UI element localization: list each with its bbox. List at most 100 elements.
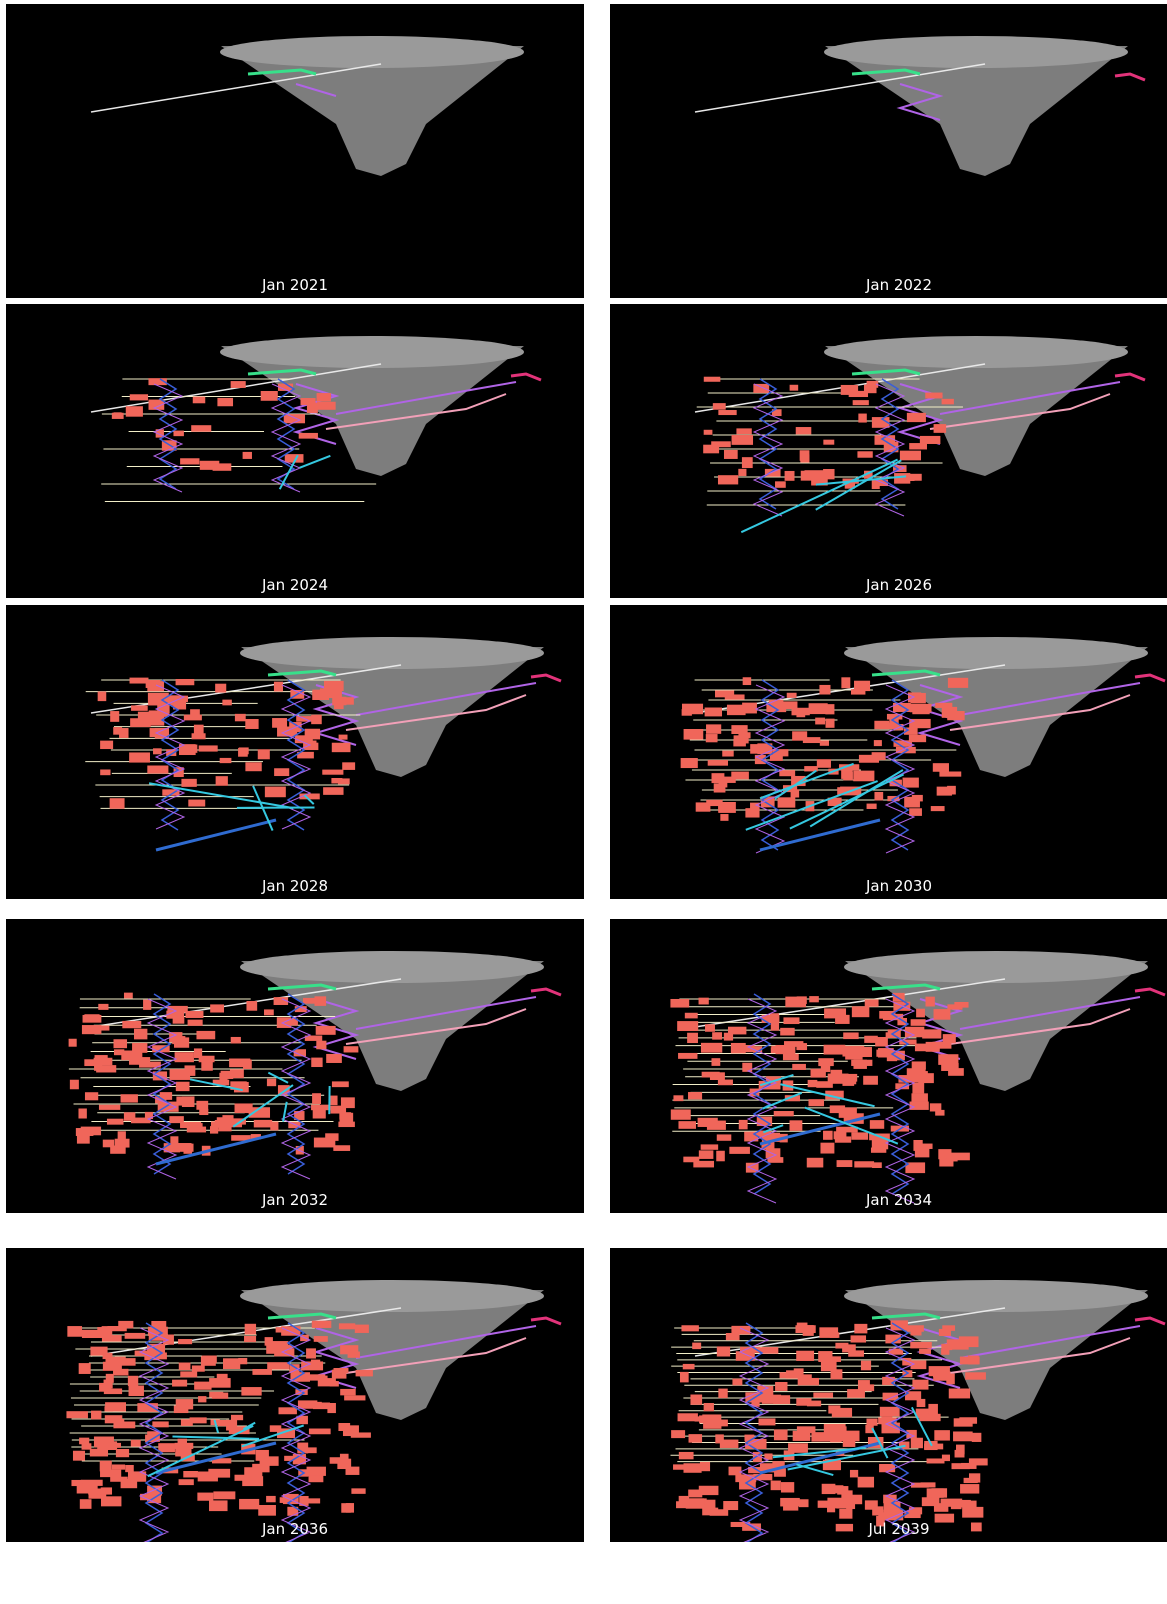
stope-block xyxy=(925,996,935,1007)
stope-block xyxy=(347,1351,360,1358)
haul-road xyxy=(949,694,1131,731)
stope-block xyxy=(761,1132,781,1142)
stope-block xyxy=(115,1448,130,1458)
decline-spiral xyxy=(152,383,184,493)
stope-block xyxy=(873,479,889,487)
stope-block xyxy=(687,1032,698,1044)
stope-block xyxy=(706,724,722,734)
stope-block xyxy=(91,1410,102,1420)
stope-block xyxy=(919,1413,941,1422)
portal-access-line xyxy=(90,664,402,714)
stope-block xyxy=(836,1160,853,1168)
stope-block xyxy=(274,768,290,777)
pit-rim xyxy=(844,951,1148,983)
stope-block xyxy=(250,1134,261,1140)
stope-block xyxy=(883,1501,901,1511)
pit-cone xyxy=(241,961,544,1091)
cyan-marker xyxy=(759,1074,794,1087)
stope-block xyxy=(852,400,869,406)
stope-block xyxy=(277,1085,290,1096)
pit-rim xyxy=(824,336,1128,368)
stope-block xyxy=(239,1498,260,1510)
haul-road xyxy=(345,1008,527,1045)
stope-block xyxy=(681,1325,699,1332)
stope-block xyxy=(813,1392,834,1398)
stope-block xyxy=(904,796,920,808)
stope-block xyxy=(89,1448,109,1457)
stope-block xyxy=(753,1473,773,1481)
stope-block xyxy=(170,1143,192,1150)
stope-block xyxy=(144,1111,153,1120)
stope-block xyxy=(201,1061,213,1071)
pit-10: Jul 2039 xyxy=(610,1248,1167,1542)
stope-block xyxy=(288,1121,301,1129)
haulage-decline xyxy=(959,1325,1141,1359)
stope-block xyxy=(796,1322,808,1330)
stope-block xyxy=(106,1118,124,1125)
stope-block xyxy=(931,1488,948,1498)
stope-block xyxy=(827,1073,849,1084)
stope-block xyxy=(783,1504,799,1511)
stope-block xyxy=(879,1406,900,1417)
pit-5: Jan 2028 xyxy=(6,605,584,899)
stope-block xyxy=(895,1083,910,1090)
stope-block xyxy=(137,1403,158,1412)
stope-block xyxy=(120,1094,138,1103)
pit-rim xyxy=(220,36,524,68)
stope-block xyxy=(230,381,246,388)
stope-block xyxy=(187,744,198,753)
stope-block xyxy=(199,460,220,470)
stope-block xyxy=(266,1343,289,1354)
stope-block xyxy=(946,1373,955,1385)
stope-block xyxy=(189,1417,207,1424)
stope-block xyxy=(143,999,152,1010)
stope-block xyxy=(883,441,899,453)
stope-block xyxy=(750,744,761,754)
stope-block xyxy=(795,427,812,435)
stope-block xyxy=(277,383,294,391)
stope-block xyxy=(717,475,739,485)
stope-block xyxy=(196,1030,216,1040)
stope-block xyxy=(731,434,754,445)
stope-block xyxy=(338,1121,355,1128)
stope-block xyxy=(175,1399,194,1410)
cyan-marker xyxy=(148,782,294,810)
stope-block xyxy=(751,1398,760,1407)
stope-block xyxy=(819,1327,839,1338)
stope-block xyxy=(185,1010,204,1018)
stope-block xyxy=(113,727,123,735)
stope-block xyxy=(847,1389,865,1398)
stope-block xyxy=(242,451,252,459)
stope-block xyxy=(692,1342,702,1350)
stope-block xyxy=(293,1049,307,1057)
stope-block xyxy=(264,1009,274,1016)
stope-block xyxy=(304,1374,326,1381)
stope-block xyxy=(774,1468,786,1477)
stope-block xyxy=(243,1059,252,1070)
stope-block xyxy=(827,1505,836,1513)
stope-block xyxy=(864,1500,878,1510)
stope-block xyxy=(730,1042,746,1054)
decline-spiral xyxy=(146,998,178,1180)
stope-block xyxy=(729,1146,750,1154)
stope-block xyxy=(103,1379,113,1389)
cyan-marker xyxy=(267,1071,289,1084)
cyan-marker xyxy=(772,1446,866,1459)
stope-block xyxy=(100,740,114,750)
stope-block xyxy=(911,1061,926,1070)
stope-block xyxy=(292,1453,306,1465)
cyan-marker xyxy=(740,458,899,534)
stope-block xyxy=(713,783,726,793)
stope-block xyxy=(229,1058,251,1068)
mine-view-6 xyxy=(680,637,1166,854)
stope-block xyxy=(266,1078,277,1087)
stope-block xyxy=(78,1108,87,1119)
stope-block xyxy=(264,786,286,798)
stope-block xyxy=(705,734,718,743)
stope-block xyxy=(941,398,954,405)
stope-block xyxy=(942,1325,956,1331)
stope-block xyxy=(683,1463,702,1473)
stope-block xyxy=(97,1327,106,1335)
stope-block xyxy=(909,718,931,729)
stope-block xyxy=(323,680,344,692)
